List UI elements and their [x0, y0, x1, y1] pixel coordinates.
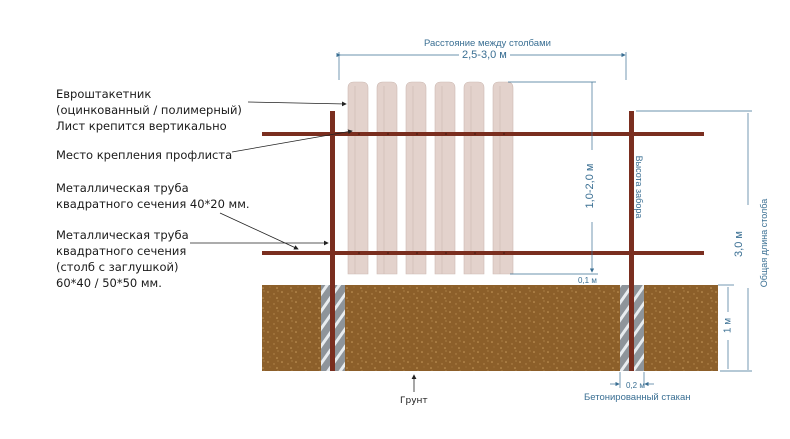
picket	[405, 81, 427, 275]
screw	[415, 132, 419, 136]
screw	[502, 251, 506, 255]
screw	[444, 251, 448, 255]
dimension-concrete-width	[610, 372, 654, 388]
post-left	[330, 111, 335, 371]
dim-post-length-caption: Общая длина столба	[759, 198, 769, 288]
label-post-line1: Металлическая труба	[56, 228, 189, 242]
screw	[386, 251, 390, 255]
label-rail-line2: квадратного сечения 40*20 мм.	[56, 197, 250, 211]
label-rail-line1: Металлическая труба	[56, 181, 189, 195]
post-right	[629, 111, 634, 371]
dimension-post-spacing	[336, 52, 627, 80]
rail-top	[262, 132, 704, 136]
dim-burial-depth-value: 1 м	[722, 317, 734, 334]
picket	[376, 81, 398, 275]
leader-picket	[247, 101, 347, 107]
leader-rail	[219, 212, 299, 250]
screw	[444, 132, 448, 136]
label-post-line4: 60*40 / 50*50 мм.	[56, 276, 162, 290]
screw-group	[357, 132, 506, 255]
dim-fence-height-caption: Высота забора	[634, 155, 644, 219]
label-picket-line3: Лист крепится вертикально	[56, 119, 227, 133]
dimension-fence-height	[508, 81, 598, 275]
label-ground: Грунт	[400, 396, 428, 406]
picket	[347, 81, 369, 275]
screw	[415, 251, 419, 255]
dimension-burial-depth	[718, 284, 734, 369]
picket	[492, 81, 514, 275]
dim-concrete-width-value: 0,2 м	[626, 381, 645, 390]
dim-post-length-value: 3,0 м	[733, 231, 745, 257]
dim-post-spacing-value: 2,5-3,0 м	[462, 49, 507, 61]
picket	[434, 81, 456, 275]
label-picket-line2: (оцинкованный / полимерный)	[56, 103, 242, 117]
screw	[357, 132, 361, 136]
dim-post-spacing-caption: Расстояние между столбами	[424, 38, 551, 49]
dim-ground-gap-value: 0,1 м	[578, 276, 597, 285]
dimension-post-length	[636, 110, 752, 372]
picket	[463, 81, 485, 275]
label-post-line2: квадратного сечения	[56, 244, 187, 258]
screw	[386, 132, 390, 136]
screw	[473, 251, 477, 255]
picket-group	[347, 81, 514, 275]
screw	[357, 251, 361, 255]
leader-attach	[231, 129, 353, 153]
screw	[502, 132, 506, 136]
label-post-line3: (столб с заглушкой)	[56, 260, 179, 274]
dim-fence-height-value: 1,0-2,0 м	[584, 163, 596, 209]
screw	[473, 132, 477, 136]
rail-bottom	[262, 251, 704, 255]
label-attach-point: Место крепления профлиста	[56, 148, 233, 162]
label-concrete: Бетонированный стакан	[584, 392, 691, 403]
label-picket-line1: Евроштакетник	[56, 87, 152, 101]
